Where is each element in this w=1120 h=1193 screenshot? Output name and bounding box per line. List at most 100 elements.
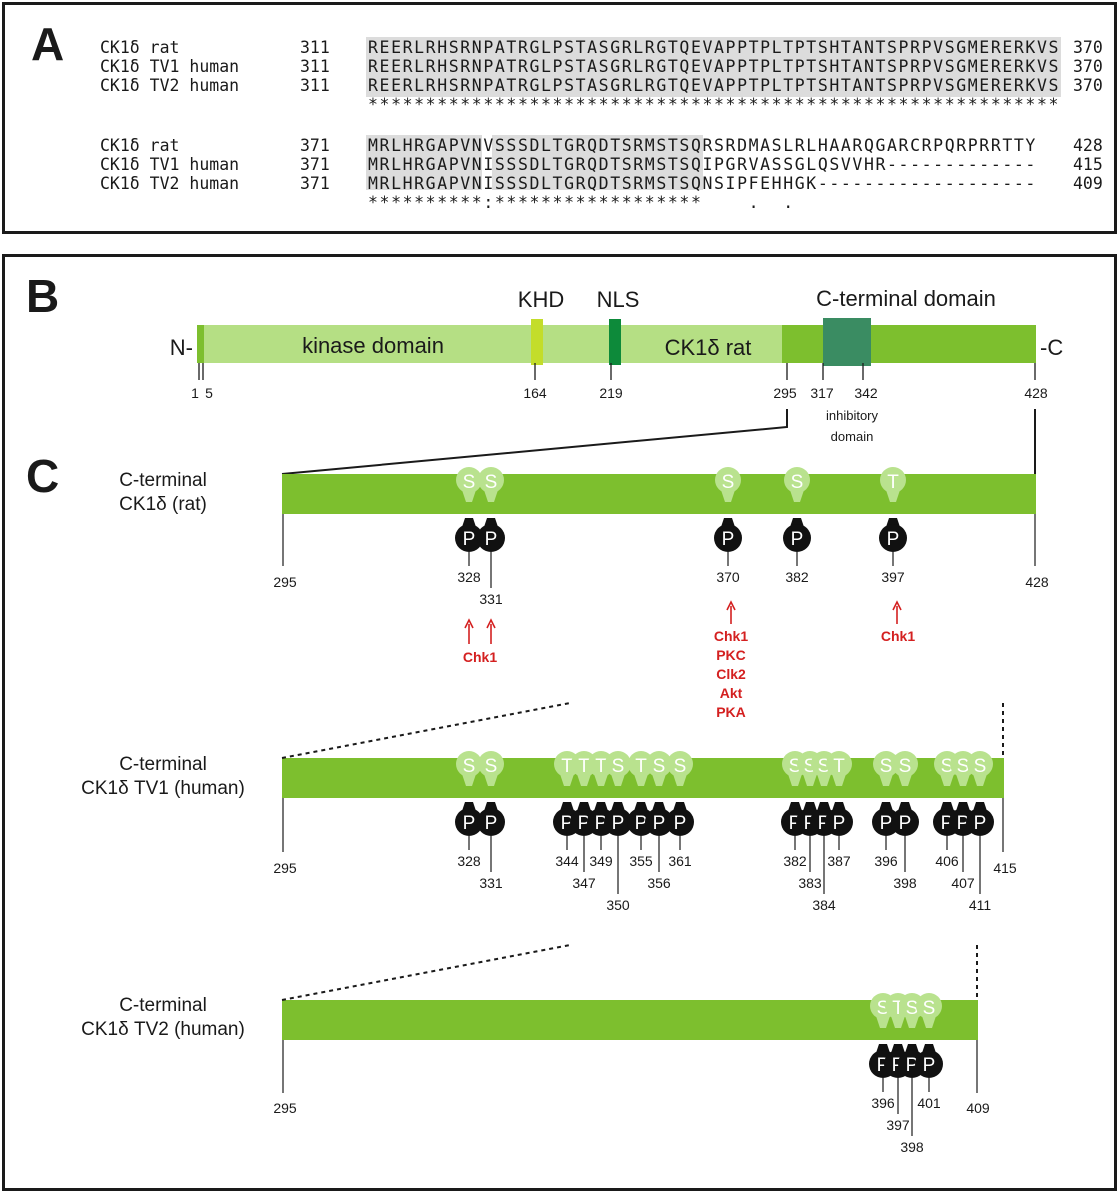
phospho-marker (783, 518, 811, 552)
seq-name: CK1δ TV2 human (100, 76, 240, 95)
consensus-line: **********:****************** . . (368, 193, 795, 212)
site-position-label: 370 (716, 569, 740, 585)
site-position-label: 361 (668, 853, 692, 869)
panel-a: A CK1δ rat 311 REERLRHSRNPATRGLPSTASGRLR… (2, 2, 1117, 234)
phospho-letter: P (463, 813, 476, 834)
seq-start: 371 (300, 155, 330, 174)
residue-blob (916, 993, 942, 1028)
bar-start: 295 (273, 860, 297, 876)
seq-end: 415 (1073, 155, 1103, 174)
residue-blob (456, 751, 482, 786)
seq-start: 371 (300, 174, 330, 193)
kinase-label: PKC (716, 647, 746, 663)
tv2-c-terminal-bar (282, 1000, 978, 1040)
residue-letter: S (463, 472, 476, 493)
tick-label: 1 (191, 385, 199, 401)
tick-label: 164 (523, 385, 547, 401)
kinase-label: Clk2 (716, 666, 746, 682)
khd-label: KHD (518, 287, 564, 312)
site-position-label: 347 (572, 875, 596, 891)
bar-start: 295 (273, 1100, 297, 1116)
residue-blob (715, 467, 741, 502)
seq-name: CK1δ rat (100, 38, 180, 57)
site-position-label: 344 (555, 853, 579, 869)
phospho-letter: P (578, 813, 591, 834)
nls-label: NLS (597, 287, 640, 312)
panel-b-letter: B (26, 270, 59, 322)
site-position-label: 407 (951, 875, 975, 891)
residue-letter: S (880, 756, 893, 777)
seq-end: 370 (1073, 57, 1103, 76)
residue-letter: T (578, 756, 590, 777)
phospho-letter: P (974, 813, 987, 834)
phospho-letter: P (653, 813, 666, 834)
inhibitory-label: domain (831, 429, 874, 444)
residue-letter: S (791, 472, 804, 493)
phospho-letter: P (485, 529, 498, 550)
residue-blob (646, 751, 672, 786)
residue-blob (967, 751, 993, 786)
site-position-label: 382 (783, 853, 807, 869)
rat-c-terminal-bar (282, 474, 1036, 514)
residue-letter: S (974, 756, 987, 777)
phospho-marker (879, 518, 907, 552)
phospho-letter: P (722, 529, 735, 550)
site-position-label: 383 (798, 875, 822, 891)
seq-end: 370 (1073, 76, 1103, 95)
residue-blob (892, 751, 918, 786)
nls-box (609, 319, 621, 365)
tv2-zoom-left (281, 944, 571, 1001)
seq-name: CK1δ rat (100, 136, 180, 155)
zoom-line-left (281, 409, 788, 475)
seq-name: CK1δ TV1 human (100, 155, 240, 174)
conserved-highlight-1 (366, 37, 1061, 97)
conserved-highlight-2a (366, 135, 482, 190)
residue-letter: S (612, 756, 625, 777)
residue-blob (667, 751, 693, 786)
conserved-highlight-2b (492, 135, 703, 190)
bar-start: 295 (273, 574, 297, 590)
site-position-label: 406 (935, 853, 959, 869)
tv1-title: CK1δ TV1 (human) (81, 778, 245, 799)
protein-label: CK1δ rat (665, 335, 752, 360)
site-position-label: 382 (785, 569, 809, 585)
residue-letter: S (957, 756, 970, 777)
phospho-marker (455, 802, 483, 836)
n-terminal-segment (197, 325, 204, 363)
inhibitory-domain-box (823, 318, 871, 366)
tv1-title: C-terminal (119, 754, 207, 775)
kinase-label: PKA (716, 704, 746, 720)
residue-letter: S (722, 472, 735, 493)
bar-end: 428 (1025, 574, 1049, 590)
seq-residues: MRLHRGAPVNISSSDLTGRQDTSRMSTSQIPGRVASSGLQ… (368, 155, 1037, 174)
site-position-label: 384 (812, 897, 836, 913)
site-position-label: 397 (886, 1117, 910, 1133)
seq-end: 428 (1073, 136, 1103, 155)
residue-letter: T (635, 756, 647, 777)
residue-blob (478, 751, 504, 786)
phospho-marker (645, 802, 673, 836)
site-position-label: 397 (881, 569, 905, 585)
site-position-label: 356 (647, 875, 671, 891)
site-position-label: 328 (457, 569, 481, 585)
seq-start: 311 (300, 38, 330, 57)
kinase-label: Chk1 (463, 649, 497, 665)
mismatch-gap (482, 135, 492, 190)
phospho-letter: P (561, 813, 574, 834)
site-position-label: 355 (629, 853, 653, 869)
residue-letter: S (485, 472, 498, 493)
site-position-label: 396 (871, 1095, 895, 1111)
residue-letter: S (899, 756, 912, 777)
tick-label: 5 (205, 385, 213, 401)
residue-letter: T (887, 472, 899, 493)
residue-blob (880, 467, 906, 502)
site-position-label: 328 (457, 853, 481, 869)
phospho-letter: P (833, 813, 846, 834)
phospho-letter: P (612, 813, 625, 834)
seq-end: 409 (1073, 174, 1103, 193)
tick-label: 219 (599, 385, 623, 401)
phospho-letter: P (595, 813, 608, 834)
